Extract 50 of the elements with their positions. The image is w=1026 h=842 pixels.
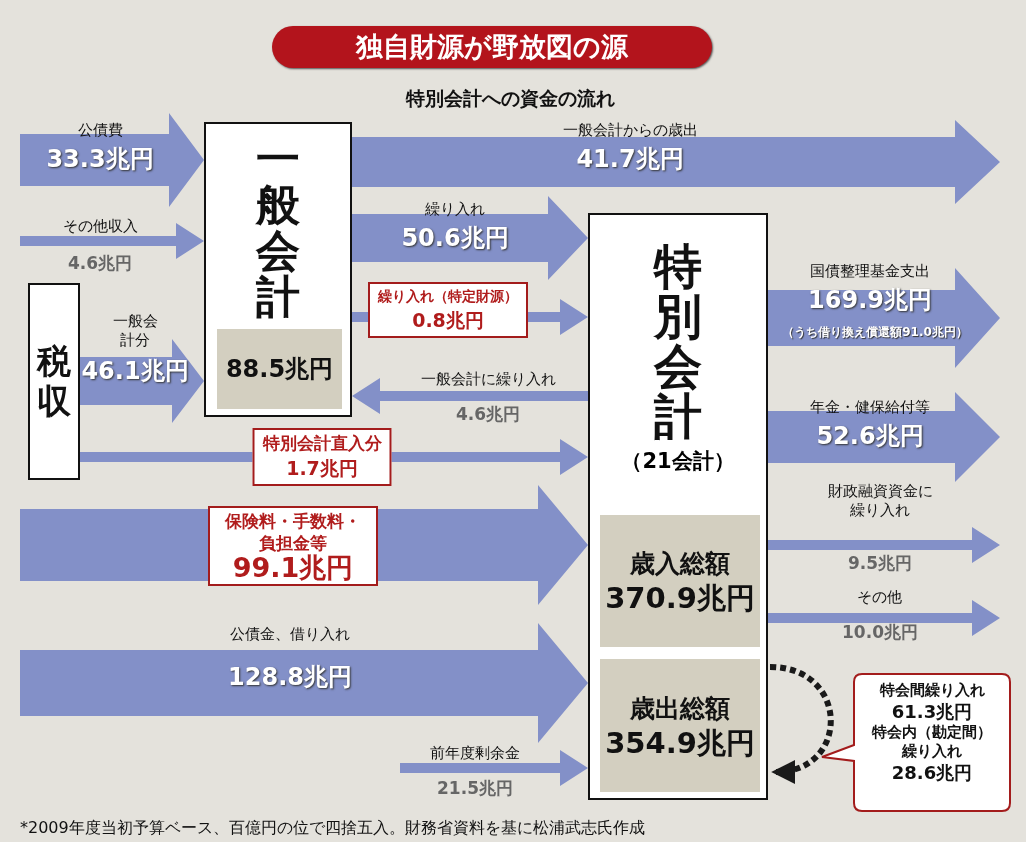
arrow	[20, 113, 204, 207]
callout-amount: 61.3兆円	[890, 700, 974, 723]
amount-panel: 88.5兆円	[217, 329, 342, 409]
total-amount: 370.9兆円	[605, 581, 755, 615]
arrow	[20, 223, 204, 259]
total-panel	[600, 515, 760, 647]
edge-label: 一般会計に繰り入れ 4.6兆円	[420, 370, 556, 425]
arrow	[400, 750, 588, 786]
callout-text: 特会間繰り入れ	[878, 681, 986, 700]
account-count: （21会計）	[621, 448, 735, 475]
callout-text: 特会内（勘定間）繰り入れ	[870, 723, 993, 761]
box-title: 税収	[36, 341, 72, 421]
edge-label: 国債整理基金支出 169.9兆円	[808, 262, 932, 315]
edge-label: 繰り入れ（特定財源） 0.8兆円	[368, 282, 528, 338]
edge-label: 一般会計分 46.1兆円	[81, 312, 189, 386]
edge-label: その他 10.0兆円	[842, 588, 918, 643]
label-box	[28, 283, 80, 480]
edge-label: 公債費 33.3兆円	[46, 121, 154, 174]
subtitle: 特別会計への資金の流れ	[404, 86, 616, 111]
total-panel	[600, 659, 760, 792]
arrow	[769, 664, 834, 782]
edge-label: 特別会計直入分 1.7兆円	[252, 428, 392, 486]
callout-amount: 28.6兆円	[890, 761, 974, 784]
title-banner: 独自財源が野放図の源	[272, 26, 712, 68]
arrow	[80, 339, 204, 423]
edge-label: 財政融資資金に繰り入れ 9.5兆円	[826, 482, 934, 574]
edge-label: 保険料・手数料・負担金等 99.1兆円	[208, 506, 378, 586]
arrow	[768, 268, 1000, 368]
total-amount: 354.9兆円	[605, 725, 755, 760]
arrow	[20, 623, 588, 743]
account-box	[204, 122, 352, 417]
arrow	[768, 600, 1000, 636]
account-title: 一般会計	[254, 136, 301, 320]
edge-label: 年金・健保給付等 52.6兆円	[810, 398, 930, 451]
arrow	[352, 378, 588, 414]
edge-label: 前年度剰余金 21.5兆円	[430, 744, 520, 799]
edge-label: 繰り入れ 50.6兆円	[401, 200, 509, 253]
footnote: *2009年度当初予算ベース、百億円の位で四捨五入。財務省資料を基に松浦武志氏作成	[20, 818, 645, 839]
account-box	[588, 213, 768, 800]
arrow	[352, 196, 588, 280]
edge-label: その他収入 4.6兆円	[62, 217, 138, 274]
total-heading: 歳入総額	[630, 548, 730, 580]
arrow	[768, 527, 1000, 563]
total-heading: 歳出総額	[630, 692, 730, 725]
account-title: 特別会計	[652, 241, 703, 441]
edge-label: 一般会計からの歳出 41.7兆円	[562, 121, 698, 174]
arrow	[768, 392, 1000, 482]
amount-note: （うち借り換え償還額91.0兆円）	[781, 324, 969, 341]
edge-label: 公債金、借り入れ 128.8兆円	[228, 625, 352, 692]
arrow	[352, 120, 1000, 204]
